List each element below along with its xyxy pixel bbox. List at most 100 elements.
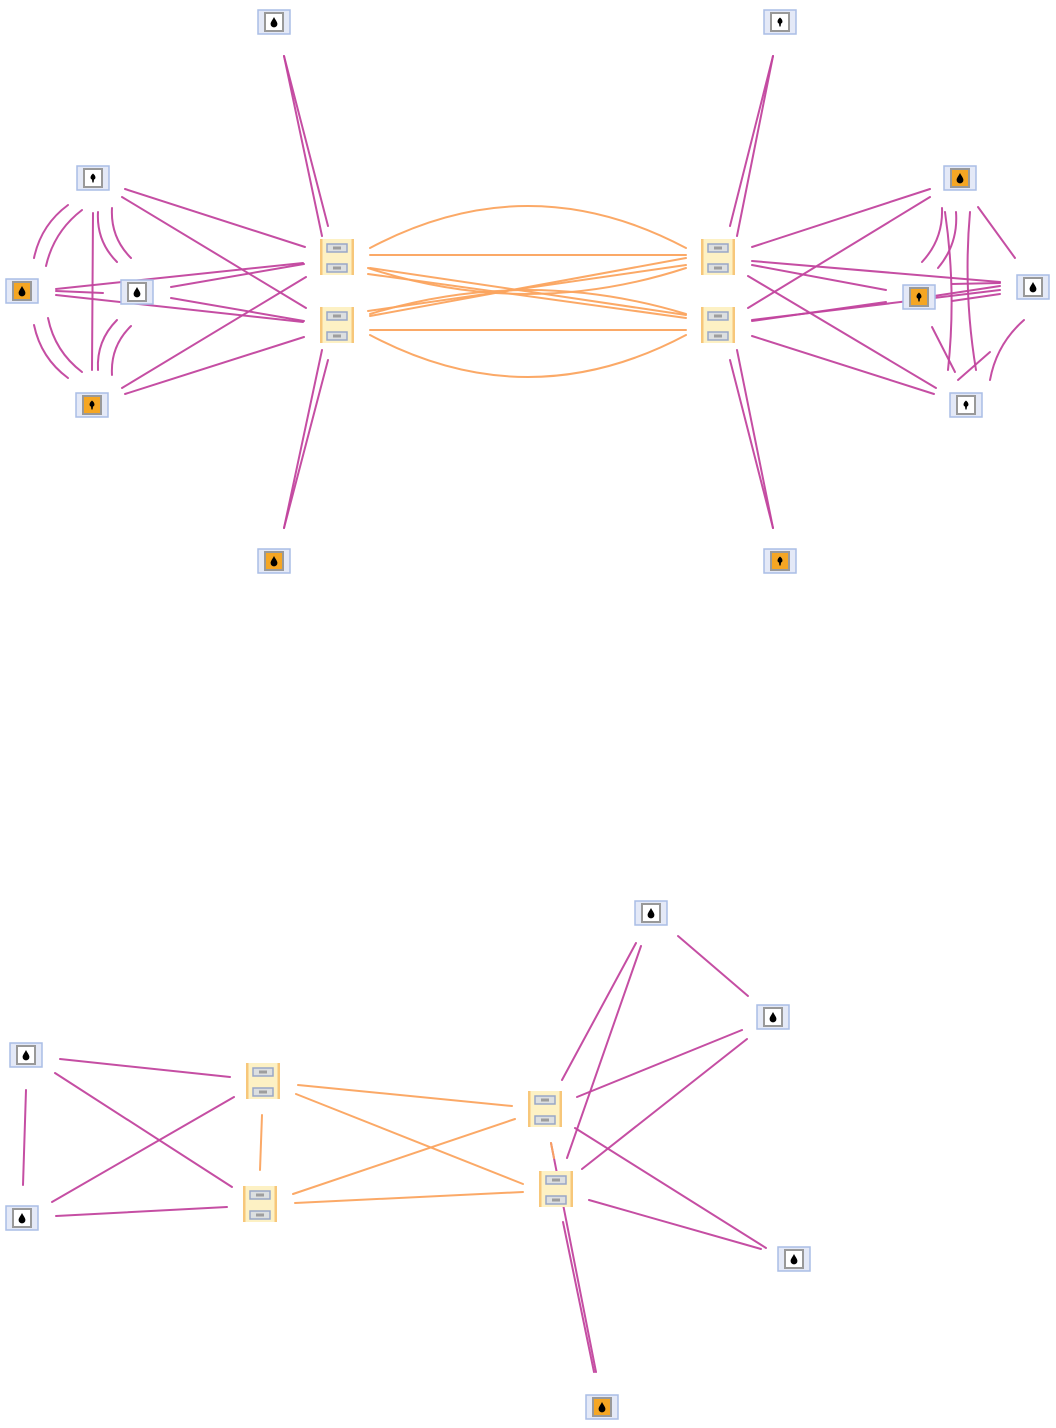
host-link [22,1089,27,1186]
host-node[interactable] [76,165,110,191]
host-link [91,212,94,371]
switch-port-led [333,266,341,270]
droplet-icon [598,1402,606,1413]
host-node[interactable] [634,900,668,926]
droplet-icon [270,17,278,28]
host-link [283,55,323,237]
switch-edge-right [732,307,735,343]
host-link [121,276,307,389]
host-link [574,1127,767,1249]
switch-edge-left [246,1063,249,1099]
switch-edge-left [528,1091,531,1127]
host-node[interactable] [5,278,39,304]
host-link [944,211,953,371]
host-node[interactable] [1016,274,1050,300]
host-link [47,317,83,373]
switch-edge-right [559,1091,562,1127]
host-link [96,319,118,371]
host-link [751,264,887,291]
host-link [951,282,1001,285]
host-node[interactable] [9,1042,43,1068]
host-link [59,1058,231,1078]
host-link [170,297,305,322]
droplet-pin-icon [777,556,783,566]
host-node[interactable] [902,284,936,310]
host-node[interactable] [949,392,983,418]
droplet-pin-icon [916,292,922,302]
switch-port-led [552,1198,560,1202]
host-link [33,204,69,259]
host-node[interactable] [75,392,109,418]
switch-link [367,267,687,295]
host-node[interactable] [120,279,154,305]
droplet-icon [270,556,278,567]
host-link [55,1206,228,1217]
host-link [736,349,774,529]
switch-link [369,267,687,316]
host-link [931,326,956,373]
switch-port-led [259,1090,267,1094]
switch-port-led [714,266,722,270]
switch-edge-left [320,307,323,343]
host-node[interactable] [5,1205,39,1231]
host-node[interactable] [585,1394,619,1420]
host-link [96,211,118,263]
host-link [562,1221,595,1373]
host-node[interactable] [763,548,797,574]
host-node[interactable] [943,165,977,191]
host-node[interactable] [777,1246,811,1272]
switch-node[interactable] [246,1063,280,1099]
switch-node[interactable] [320,239,354,275]
switch-link [294,1191,524,1204]
switch-node[interactable] [701,307,735,343]
host-link [283,55,329,227]
switch-edge-left [701,307,704,343]
host-link [989,319,1025,381]
droplet-icon [647,908,655,919]
host-link [55,294,304,323]
host-link [283,359,329,529]
switch-node[interactable] [528,1091,562,1127]
host-link [170,263,305,288]
switch-link [292,1118,516,1195]
switch-node[interactable] [243,1186,277,1222]
host-node[interactable] [763,9,797,35]
host-link [977,206,1016,259]
host-link [124,188,306,248]
host-link [33,324,69,379]
nodes-layer [5,9,1050,1420]
droplet-icon [18,286,26,297]
switch-edge-right [351,307,354,343]
droplet-icon [22,1050,30,1061]
droplet-icon [956,173,964,184]
switch-link [367,273,687,319]
host-node[interactable] [257,548,291,574]
host-link [124,336,305,395]
switch-port-led [333,314,341,318]
switch-edge-right [274,1186,277,1222]
switch-node[interactable] [539,1171,573,1207]
edges-layer [22,55,1025,1373]
droplet-icon [133,287,141,298]
host-node[interactable] [756,1004,790,1030]
host-link [729,55,774,227]
switch-node[interactable] [701,239,735,275]
switch-port-led [714,246,722,250]
host-link [921,207,944,263]
switch-link [550,1142,555,1159]
droplet-pin-icon [963,400,969,410]
host-link [561,942,637,1081]
switch-link [259,1114,263,1171]
droplet-icon [769,1012,777,1023]
switch-link [369,205,687,249]
switch-port-led [714,314,722,318]
host-node[interactable] [257,9,291,35]
switch-link [369,289,687,315]
host-link [283,349,323,529]
switch-node[interactable] [320,307,354,343]
switch-edge-left [701,239,704,275]
host-link [54,1072,233,1188]
host-link [55,262,304,290]
host-link [588,1199,762,1250]
host-link [110,207,132,259]
